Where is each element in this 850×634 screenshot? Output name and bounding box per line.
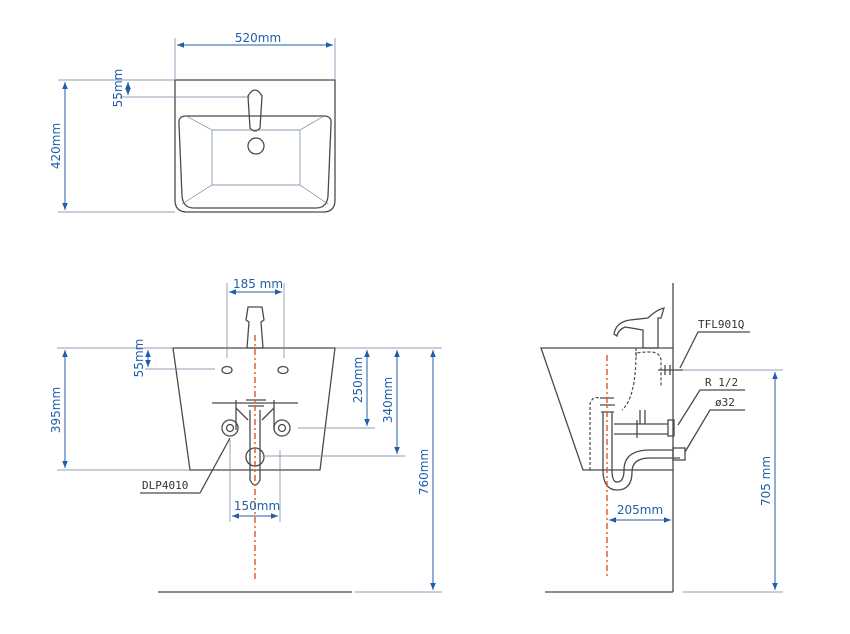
depth-label: 420mm (49, 123, 63, 169)
width-label: 520mm (235, 31, 281, 45)
faucet-holes-label: 185 mm (233, 277, 283, 291)
faucet-part-label: TFL901Q (698, 318, 744, 331)
inlet-height-label: 250mm (351, 357, 365, 403)
fixing-hole-right (277, 365, 289, 375)
waste-diameter-label: ø32 (715, 396, 735, 409)
waste-trap-side-icon (600, 397, 686, 491)
outlet-height-label: 340mm (381, 377, 395, 423)
front-view: 185 mm 395mm 55mm 250mm 340mm 760mm 150m… (49, 277, 442, 593)
faucet-side-icon (613, 307, 665, 349)
waste-part-label: DLP4010 (142, 479, 188, 492)
floor-height-label: 760mm (417, 449, 431, 495)
basin-outline-top (174, 79, 336, 213)
faucet-offset-label: 55mm (111, 69, 125, 108)
fixing-height-label: 705 mm (759, 456, 773, 506)
waste-diameter-leader (684, 409, 745, 453)
top-view: 520mm 420mm 55mm (49, 31, 336, 213)
inlet-spacing-label: 150mm (234, 499, 280, 513)
mounting-bolt-icon (658, 365, 683, 375)
inlet-thread-leader (677, 389, 745, 426)
bowl-inner (181, 115, 329, 205)
bowl-outline (178, 115, 332, 209)
basin-outline-front (172, 347, 336, 471)
fixing-hole-left (221, 365, 233, 375)
waste-part-leader (140, 437, 231, 494)
faucet-top-icon (247, 89, 263, 132)
drain-icon (247, 137, 265, 155)
hole-offset-label: 55mm (132, 339, 146, 378)
faucet-part-leader (679, 331, 750, 369)
basin-outline-side (540, 347, 673, 471)
wall-distance-label: 205mm (617, 503, 663, 517)
basin-height-label: 395mm (49, 387, 63, 433)
faucet-front-icon (245, 306, 265, 349)
inlet-thread-label: R 1/2 (705, 376, 738, 389)
side-view: TFL901Q R 1/2 ø32 205mm 705 mm (540, 283, 783, 593)
